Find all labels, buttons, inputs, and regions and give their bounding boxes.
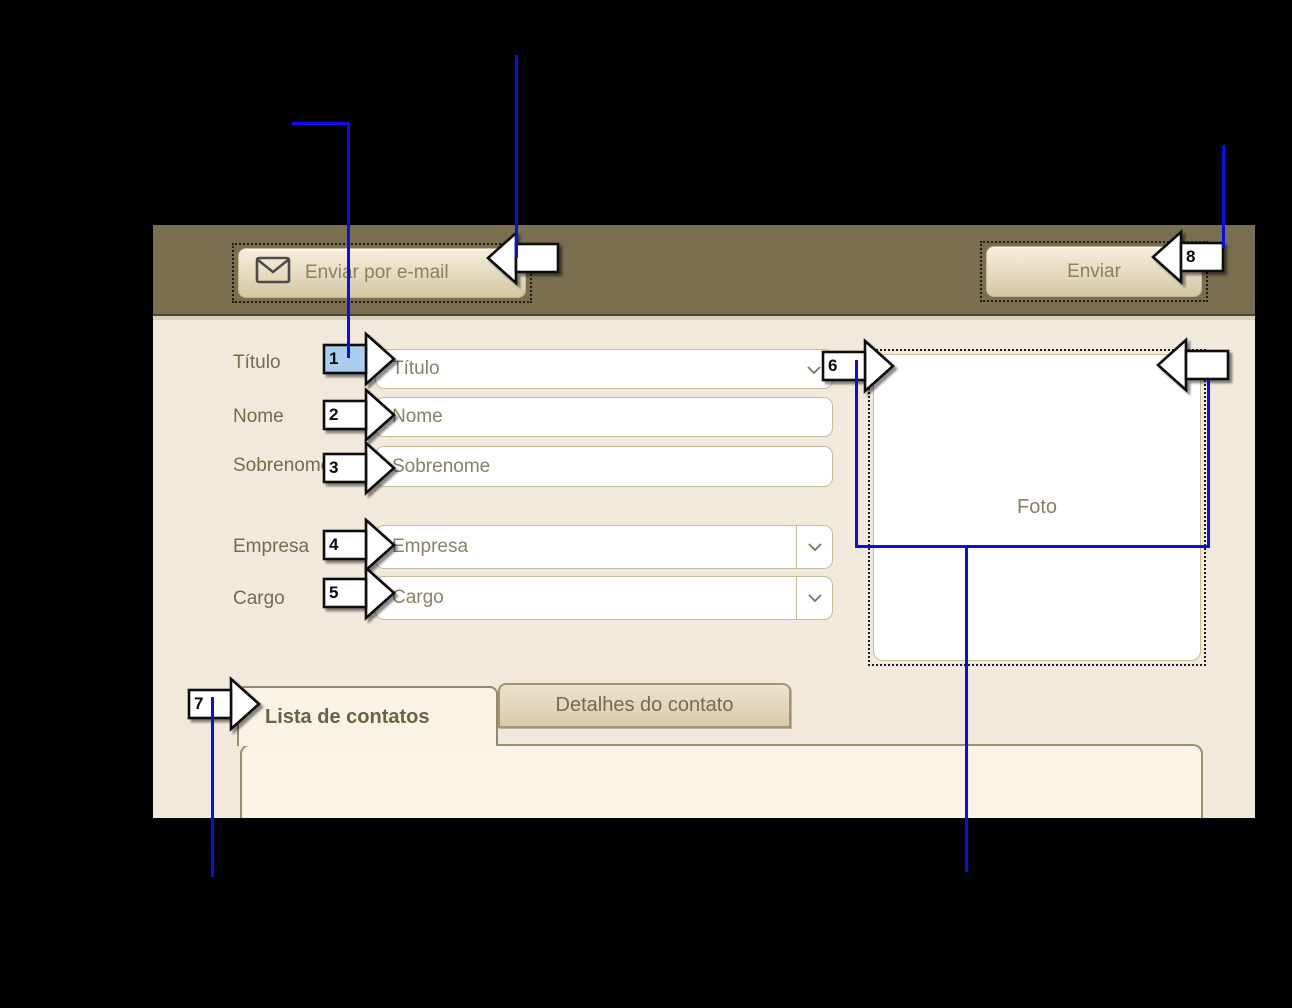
callout-arrow-8: 8 <box>1150 228 1226 286</box>
chevron-down-icon[interactable] <box>806 365 822 375</box>
last-name-label: Sobrenome <box>233 455 332 476</box>
last-name-field[interactable] <box>375 446 833 487</box>
tab-contact-list-label: Lista de contatos <box>265 705 430 728</box>
callout-line-photo-stem <box>965 545 968 872</box>
job-title-dropdown-button[interactable] <box>796 577 832 619</box>
callout-arrow-3: 3 <box>321 439 397 497</box>
callout-arrow-4: 4 <box>321 516 397 574</box>
job-title-input[interactable] <box>376 577 796 619</box>
callout-line-1-horizontal <box>292 122 350 125</box>
callout-arrow-7: 7 <box>186 675 262 733</box>
callout-number-1: 1 <box>329 349 339 368</box>
callout-number-5: 5 <box>329 583 339 602</box>
tab-content-panel <box>240 744 1203 818</box>
callout-line-7 <box>211 697 214 877</box>
contacts-app-window: Enviar por e-mail Enviar Título Nome Sob… <box>153 225 1255 818</box>
first-name-label: Nome <box>233 406 284 427</box>
title-field[interactable] <box>375 349 833 389</box>
callout-line-8 <box>1222 145 1225 248</box>
tab-contact-details-label: Detalhes do contato <box>555 694 734 716</box>
callout-number-2: 2 <box>329 405 339 424</box>
toolbar: Enviar por e-mail Enviar <box>153 225 1255 316</box>
job-title-field[interactable] <box>375 576 833 620</box>
job-title-label: Cargo <box>233 588 285 609</box>
title-label: Título <box>233 352 281 373</box>
tab-contact-list[interactable]: Lista de contatos <box>237 686 498 746</box>
title-input[interactable] <box>376 350 832 388</box>
tab-contact-details[interactable]: Detalhes do contato <box>498 683 791 728</box>
callout-line-email <box>515 55 518 258</box>
envelope-icon <box>255 256 291 290</box>
callout-number-7: 7 <box>194 694 204 713</box>
last-name-input[interactable] <box>376 447 832 486</box>
callout-line-photo-bottom <box>855 545 1210 548</box>
callout-arrow-photo <box>1155 336 1231 394</box>
callout-number-4: 4 <box>329 535 339 554</box>
callout-number-6: 6 <box>828 356 838 375</box>
callout-line-1-vertical <box>347 122 350 358</box>
company-label: Empresa <box>233 536 310 557</box>
callout-arrow-email <box>485 229 561 287</box>
callout-arrow-5: 5 <box>321 564 397 622</box>
first-name-field[interactable] <box>375 397 833 437</box>
photo-well[interactable]: Foto <box>873 354 1201 661</box>
callout-arrow-6: 6 <box>820 337 896 395</box>
send-by-email-button[interactable]: Enviar por e-mail <box>238 248 526 298</box>
callout-number-8: 8 <box>1186 247 1196 266</box>
callout-line-photo-left <box>855 360 858 548</box>
callout-arrow-1: 1 <box>321 330 397 388</box>
send-button-label: Enviar <box>1067 260 1121 282</box>
callout-line-photo-right <box>1207 380 1210 548</box>
chevron-down-icon <box>807 542 823 552</box>
send-by-email-label: Enviar por e-mail <box>305 262 449 283</box>
callout-arrow-2: 2 <box>321 386 397 444</box>
callout-number-3: 3 <box>329 458 339 477</box>
company-input[interactable] <box>376 526 796 568</box>
company-dropdown-button[interactable] <box>796 526 832 568</box>
chevron-down-icon <box>807 593 823 603</box>
photo-placeholder-label: Foto <box>1016 496 1058 518</box>
company-field[interactable] <box>375 525 833 569</box>
first-name-input[interactable] <box>376 398 832 436</box>
photo-focus-outline: Foto <box>868 349 1206 666</box>
